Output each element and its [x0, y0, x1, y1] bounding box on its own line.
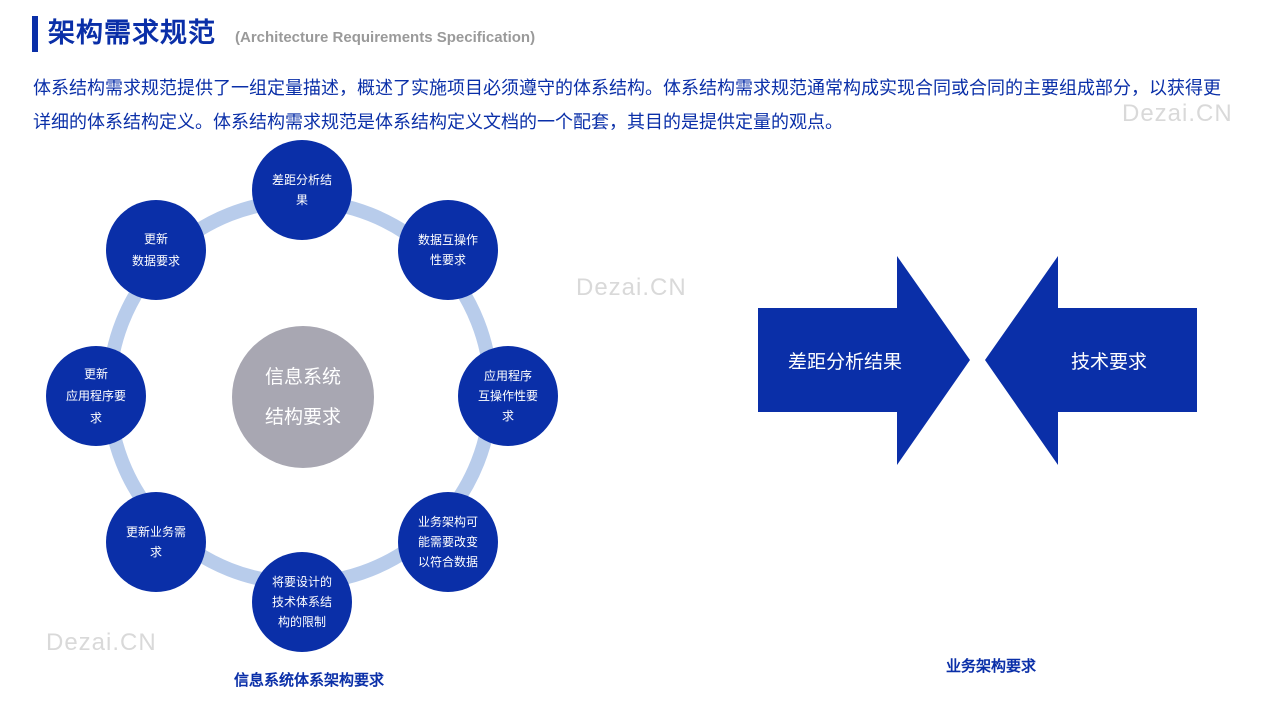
description-text: 体系结构需求规范提供了一组定量描述，概述了实施项目必须遵守的体系结构。体系结构需… [33, 78, 1221, 133]
cycle-node-technology-constraints: 将要设计的 技术体系结 构的限制 [252, 552, 352, 652]
cycle-node-update-business-requirements: 更新业务需 求 [106, 492, 206, 592]
cycle-node-business-architecture-change: 业务架构可 能需要改变 以符合数据 [398, 492, 498, 592]
arrow-label-gap-analysis: 差距分析结果 [788, 351, 903, 373]
page-title: 架构需求规范 [48, 18, 216, 49]
cycle-center-circle: 信息系统 结构要求 [232, 326, 374, 468]
title-accent-bar [32, 16, 38, 52]
watermark-bottom-left: Dezai.CN [46, 629, 157, 656]
arrow-label-technology-requirements: 技术要求 [1071, 351, 1148, 373]
cycle-node-update-application-requirements: 更新 应用程序要 求 [46, 346, 146, 446]
watermark-center: Dezai.CN [576, 274, 687, 301]
cycle-node-application-interoperability: 应用程序 互操作性要 求 [458, 346, 558, 446]
arrows-caption: 业务架构要求 [946, 657, 1037, 675]
cycle-node-gap-analysis: 差距分析结 果 [252, 140, 352, 240]
cycle-caption: 信息系统体系架构要求 [234, 671, 385, 689]
page-subtitle: (Architecture Requirements Specification… [235, 29, 536, 46]
cycle-node-update-data-requirements: 更新 数据要求 [106, 200, 206, 300]
cycle-node-data-interoperability: 数据互操作 性要求 [398, 200, 498, 300]
watermark-top-right: Dezai.CN [1122, 100, 1233, 127]
